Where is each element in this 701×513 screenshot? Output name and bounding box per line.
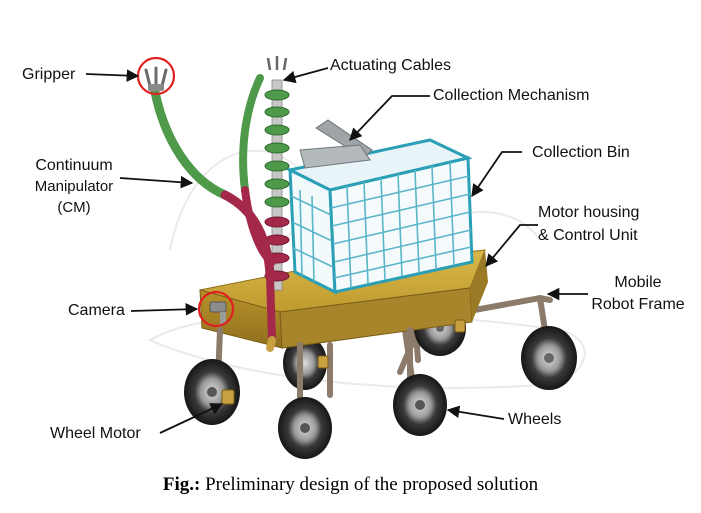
arrow-wheels [446, 405, 505, 420]
wheel-motors [221, 319, 466, 405]
camera [209, 301, 227, 324]
arrow-gripper [85, 69, 140, 82]
label-mobile-line2: Robot Frame [591, 296, 685, 313]
label-collection-bin: Collection Bin [532, 144, 630, 161]
collection-bin [285, 138, 474, 295]
camera-highlight-circle [197, 290, 235, 328]
arrow-collection-bin [471, 151, 522, 198]
label-mobile-robot-frame: Mobile Robot Frame [582, 272, 694, 316]
arrow-continuum [119, 175, 194, 189]
arrow-wheel-motor [159, 403, 224, 434]
label-continuum-manipulator: Continuum Manipulator (CM) [18, 155, 130, 218]
label-camera: Camera [68, 302, 125, 319]
collection-mechanism [299, 119, 373, 169]
arrow-camera [130, 303, 199, 316]
figure-caption: Fig.: Preliminary design of the proposed… [0, 474, 701, 496]
actuating-cable-column [264, 56, 290, 291]
gripper [144, 66, 168, 91]
arrow-collection-mechanism [349, 95, 430, 141]
label-continuum-line2: Manipulator [34, 178, 114, 195]
label-wheels: Wheels [508, 411, 562, 428]
caption-prefix: Fig.: [162, 474, 201, 495]
front-wheels [184, 359, 447, 459]
label-continuum-line1: Continuum [35, 157, 113, 174]
arrow-actuating-cables [282, 67, 329, 84]
label-actuating-cables: Actuating Cables [330, 57, 451, 74]
label-collection-mechanism: Collection Mechanism [433, 87, 590, 104]
arrow-motor-housing [485, 224, 538, 267]
continuum-manipulator [150, 74, 276, 352]
leader-arrows [85, 67, 588, 434]
label-motor-housing: Motor housing & Control Unit [538, 201, 639, 247]
label-continuum-line3: (CM) [57, 199, 91, 216]
caption-text: Preliminary design of the proposed solut… [200, 474, 539, 495]
label-wheel-motor: Wheel Motor [50, 425, 141, 442]
label-motor-line2: & Control Unit [538, 227, 638, 244]
label-mobile-line1: Mobile [614, 274, 662, 291]
label-gripper: Gripper [22, 66, 76, 83]
label-motor-line1: Motor housing [538, 204, 640, 221]
